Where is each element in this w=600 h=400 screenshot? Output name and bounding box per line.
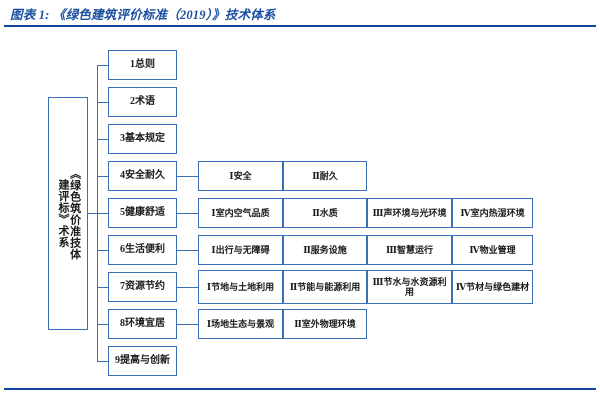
connector-chapter-9 bbox=[97, 361, 108, 363]
section-box-6-4[interactable]: Ⅳ物业管理 bbox=[452, 235, 533, 265]
section-box-4-2[interactable]: Ⅱ耐久 bbox=[283, 161, 367, 191]
section-box-6-2[interactable]: Ⅱ服务设施 bbox=[283, 235, 367, 265]
section-box-7-1[interactable]: Ⅰ节地与土地利用 bbox=[198, 270, 283, 304]
connector-chapter-2 bbox=[97, 102, 108, 104]
connector-sections-7 bbox=[177, 287, 198, 289]
section-box-5-4[interactable]: Ⅳ室内热湿环境 bbox=[452, 198, 533, 228]
chapter-box-6[interactable]: 6生活便利 bbox=[108, 235, 177, 265]
connector-chapter-4 bbox=[97, 176, 108, 178]
connector-chapter-6 bbox=[97, 250, 108, 252]
connector-chapter-1 bbox=[97, 65, 108, 67]
bottom-divider bbox=[4, 388, 596, 390]
chapter-box-9[interactable]: 9提高与创新 bbox=[108, 346, 177, 376]
section-box-8-1[interactable]: Ⅰ场地生态与景观 bbox=[198, 309, 283, 339]
chapter-box-7[interactable]: 7资源节约 bbox=[108, 272, 177, 302]
chapter-box-8[interactable]: 8环境宜居 bbox=[108, 309, 177, 339]
root-node: 《绿色筑价准技体 建评标》术系 bbox=[48, 97, 88, 330]
root-node-label-column-right: 《绿色筑价准技体 bbox=[68, 167, 81, 260]
chapter-box-2[interactable]: 2术语 bbox=[108, 87, 177, 117]
section-box-4-1[interactable]: Ⅰ安全 bbox=[198, 161, 283, 191]
chapter-box-4[interactable]: 4安全耐久 bbox=[108, 161, 177, 191]
connector-chapter-7 bbox=[97, 287, 108, 289]
section-box-5-1[interactable]: Ⅰ室内空气品质 bbox=[198, 198, 283, 228]
section-box-5-3[interactable]: Ⅲ声环境与光环境 bbox=[367, 198, 452, 228]
page-title: 图表 1: 《绿色建筑评价标准（2019）》技术体系 bbox=[10, 8, 276, 22]
chapter-box-5[interactable]: 5健康舒适 bbox=[108, 198, 177, 228]
section-box-6-1[interactable]: Ⅰ出行与无障碍 bbox=[198, 235, 283, 265]
figure-title-bar: 图表 1: 《绿色建筑评价标准（2019）》技术体系 bbox=[0, 0, 600, 26]
root-node-label-column-left: 建评标》术系 bbox=[57, 179, 69, 248]
title-divider bbox=[4, 25, 596, 27]
connector-sections-4 bbox=[177, 176, 198, 178]
connector-chapter-3 bbox=[97, 139, 108, 141]
section-box-7-4[interactable]: Ⅳ节材与绿色建材 bbox=[452, 270, 533, 304]
chapter-box-3[interactable]: 3基本规定 bbox=[108, 124, 177, 154]
section-box-6-3[interactable]: Ⅲ智慧运行 bbox=[367, 235, 452, 265]
connector-chapter-8 bbox=[97, 324, 108, 326]
connector-sections-6 bbox=[177, 250, 198, 252]
root-stem bbox=[88, 213, 98, 215]
section-box-5-2[interactable]: Ⅱ水质 bbox=[283, 198, 367, 228]
chapter-box-1[interactable]: 1总则 bbox=[108, 50, 177, 80]
connector-sections-5 bbox=[177, 213, 198, 215]
connector-chapter-5 bbox=[97, 213, 108, 215]
connector-sections-8 bbox=[177, 324, 198, 326]
section-box-8-2[interactable]: Ⅱ室外物理环境 bbox=[283, 309, 367, 339]
section-box-7-3[interactable]: Ⅲ节水与水资源利用 bbox=[367, 270, 452, 304]
section-box-7-2[interactable]: Ⅱ节能与能源利用 bbox=[283, 270, 367, 304]
